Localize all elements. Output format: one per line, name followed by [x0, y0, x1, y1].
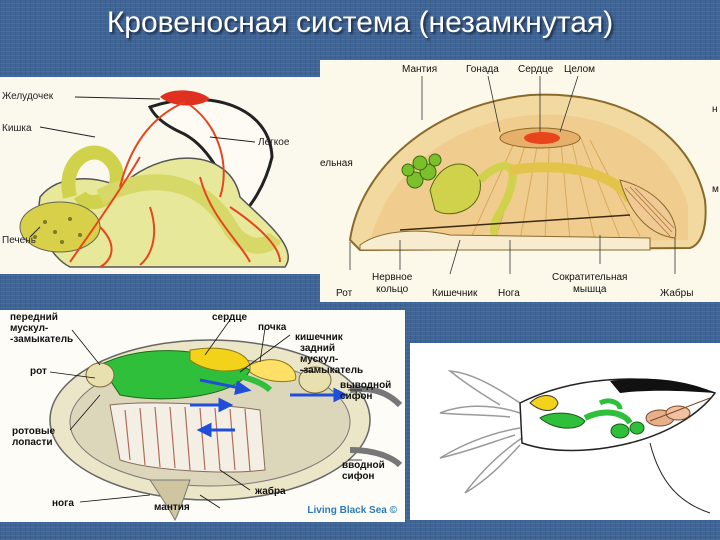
mussel-illustration	[49, 319, 403, 522]
label-heart: сердце	[212, 312, 248, 323]
label-mantle: Мантия	[402, 64, 438, 75]
label-contractile-line1: Сократительная	[552, 272, 628, 283]
label-heart: Сердце	[518, 64, 554, 75]
label-inlet-siphon: вводной сифон	[342, 460, 385, 482]
label-inlet-siphon-line1: вводной	[342, 460, 385, 471]
label-front-muscle-line3: -замыкатель	[10, 334, 74, 345]
label-foot: Нога	[498, 288, 520, 299]
label-gills: Жабры	[660, 288, 694, 299]
label-outlet-siphon-line2: сифон	[340, 391, 373, 402]
label-liver: Печень	[2, 235, 36, 246]
label-nerve-ring-line1: Нервное	[372, 272, 413, 283]
label-gut: Кишка	[2, 123, 32, 134]
label-mouth: рот	[30, 366, 47, 377]
label-front-muscle: передний мускул- -замыкатель	[10, 312, 73, 345]
label-foot: нога	[52, 498, 74, 509]
label-partial-right-top: н	[712, 104, 718, 115]
label-outlet-siphon: выводной сифон	[340, 380, 391, 402]
label-lung: Легкое	[258, 137, 290, 148]
label-outlet-siphon-line1: выводной	[340, 380, 392, 391]
label-rear-muscle-line2: мускул-	[300, 354, 339, 365]
label-front-muscle-line1: передний	[10, 312, 58, 323]
slide-title: Кровеносная система (незамкнутая)	[106, 6, 614, 39]
label-partial-left: ельная	[320, 158, 353, 169]
label-oral-lobes-line1: ротовые	[12, 426, 56, 437]
squid-illustration	[439, 370, 717, 514]
label-partial-right-mid: м	[712, 184, 719, 195]
label-mantle: мантия	[154, 502, 190, 513]
mussel-diagram: передний мускул- -замыкатель сердце почк…	[0, 310, 405, 522]
label-rear-muscle-line1: задний	[300, 343, 336, 354]
label-gill: жабра	[255, 486, 286, 497]
label-front-muscle-line2: мускул-	[10, 323, 49, 334]
label-oral-lobes: ротовые лопасти	[12, 426, 55, 448]
label-nerve-ring-line2: кольцо	[376, 284, 409, 295]
snail-diagram: Желудочек Кишка Легкое Печень	[0, 77, 320, 274]
label-stomach: Желудочек	[2, 91, 54, 102]
label-contractile-muscle: Сократительная мышца	[552, 272, 627, 296]
squid-diagram	[410, 343, 720, 520]
watermark: Living Black Sea ©	[307, 505, 397, 516]
label-inlet-siphon-line2: сифон	[342, 471, 375, 482]
label-intestine: кишечник	[295, 332, 343, 343]
label-rear-muscle: задний мускул- -замыкатель	[300, 343, 363, 376]
label-gonad: Гонада	[466, 64, 499, 75]
label-nerve-ring: Нервное кольцо	[372, 272, 412, 296]
snail-illustration	[19, 90, 289, 268]
bivalve-illustration	[348, 75, 707, 275]
label-intestine: Кишечник	[432, 288, 478, 299]
label-oral-lobes-line2: лопасти	[12, 437, 53, 448]
bivalve-diagram: Мантия Гонада Сердце Целом ельная н м Ро…	[320, 60, 720, 302]
label-rear-muscle-line3: -замыкатель	[300, 365, 364, 376]
label-contractile-line2: мышца	[573, 284, 607, 295]
label-kidney: почка	[258, 322, 287, 333]
label-coelom: Целом	[564, 64, 596, 75]
label-mouth: Рот	[336, 288, 353, 299]
